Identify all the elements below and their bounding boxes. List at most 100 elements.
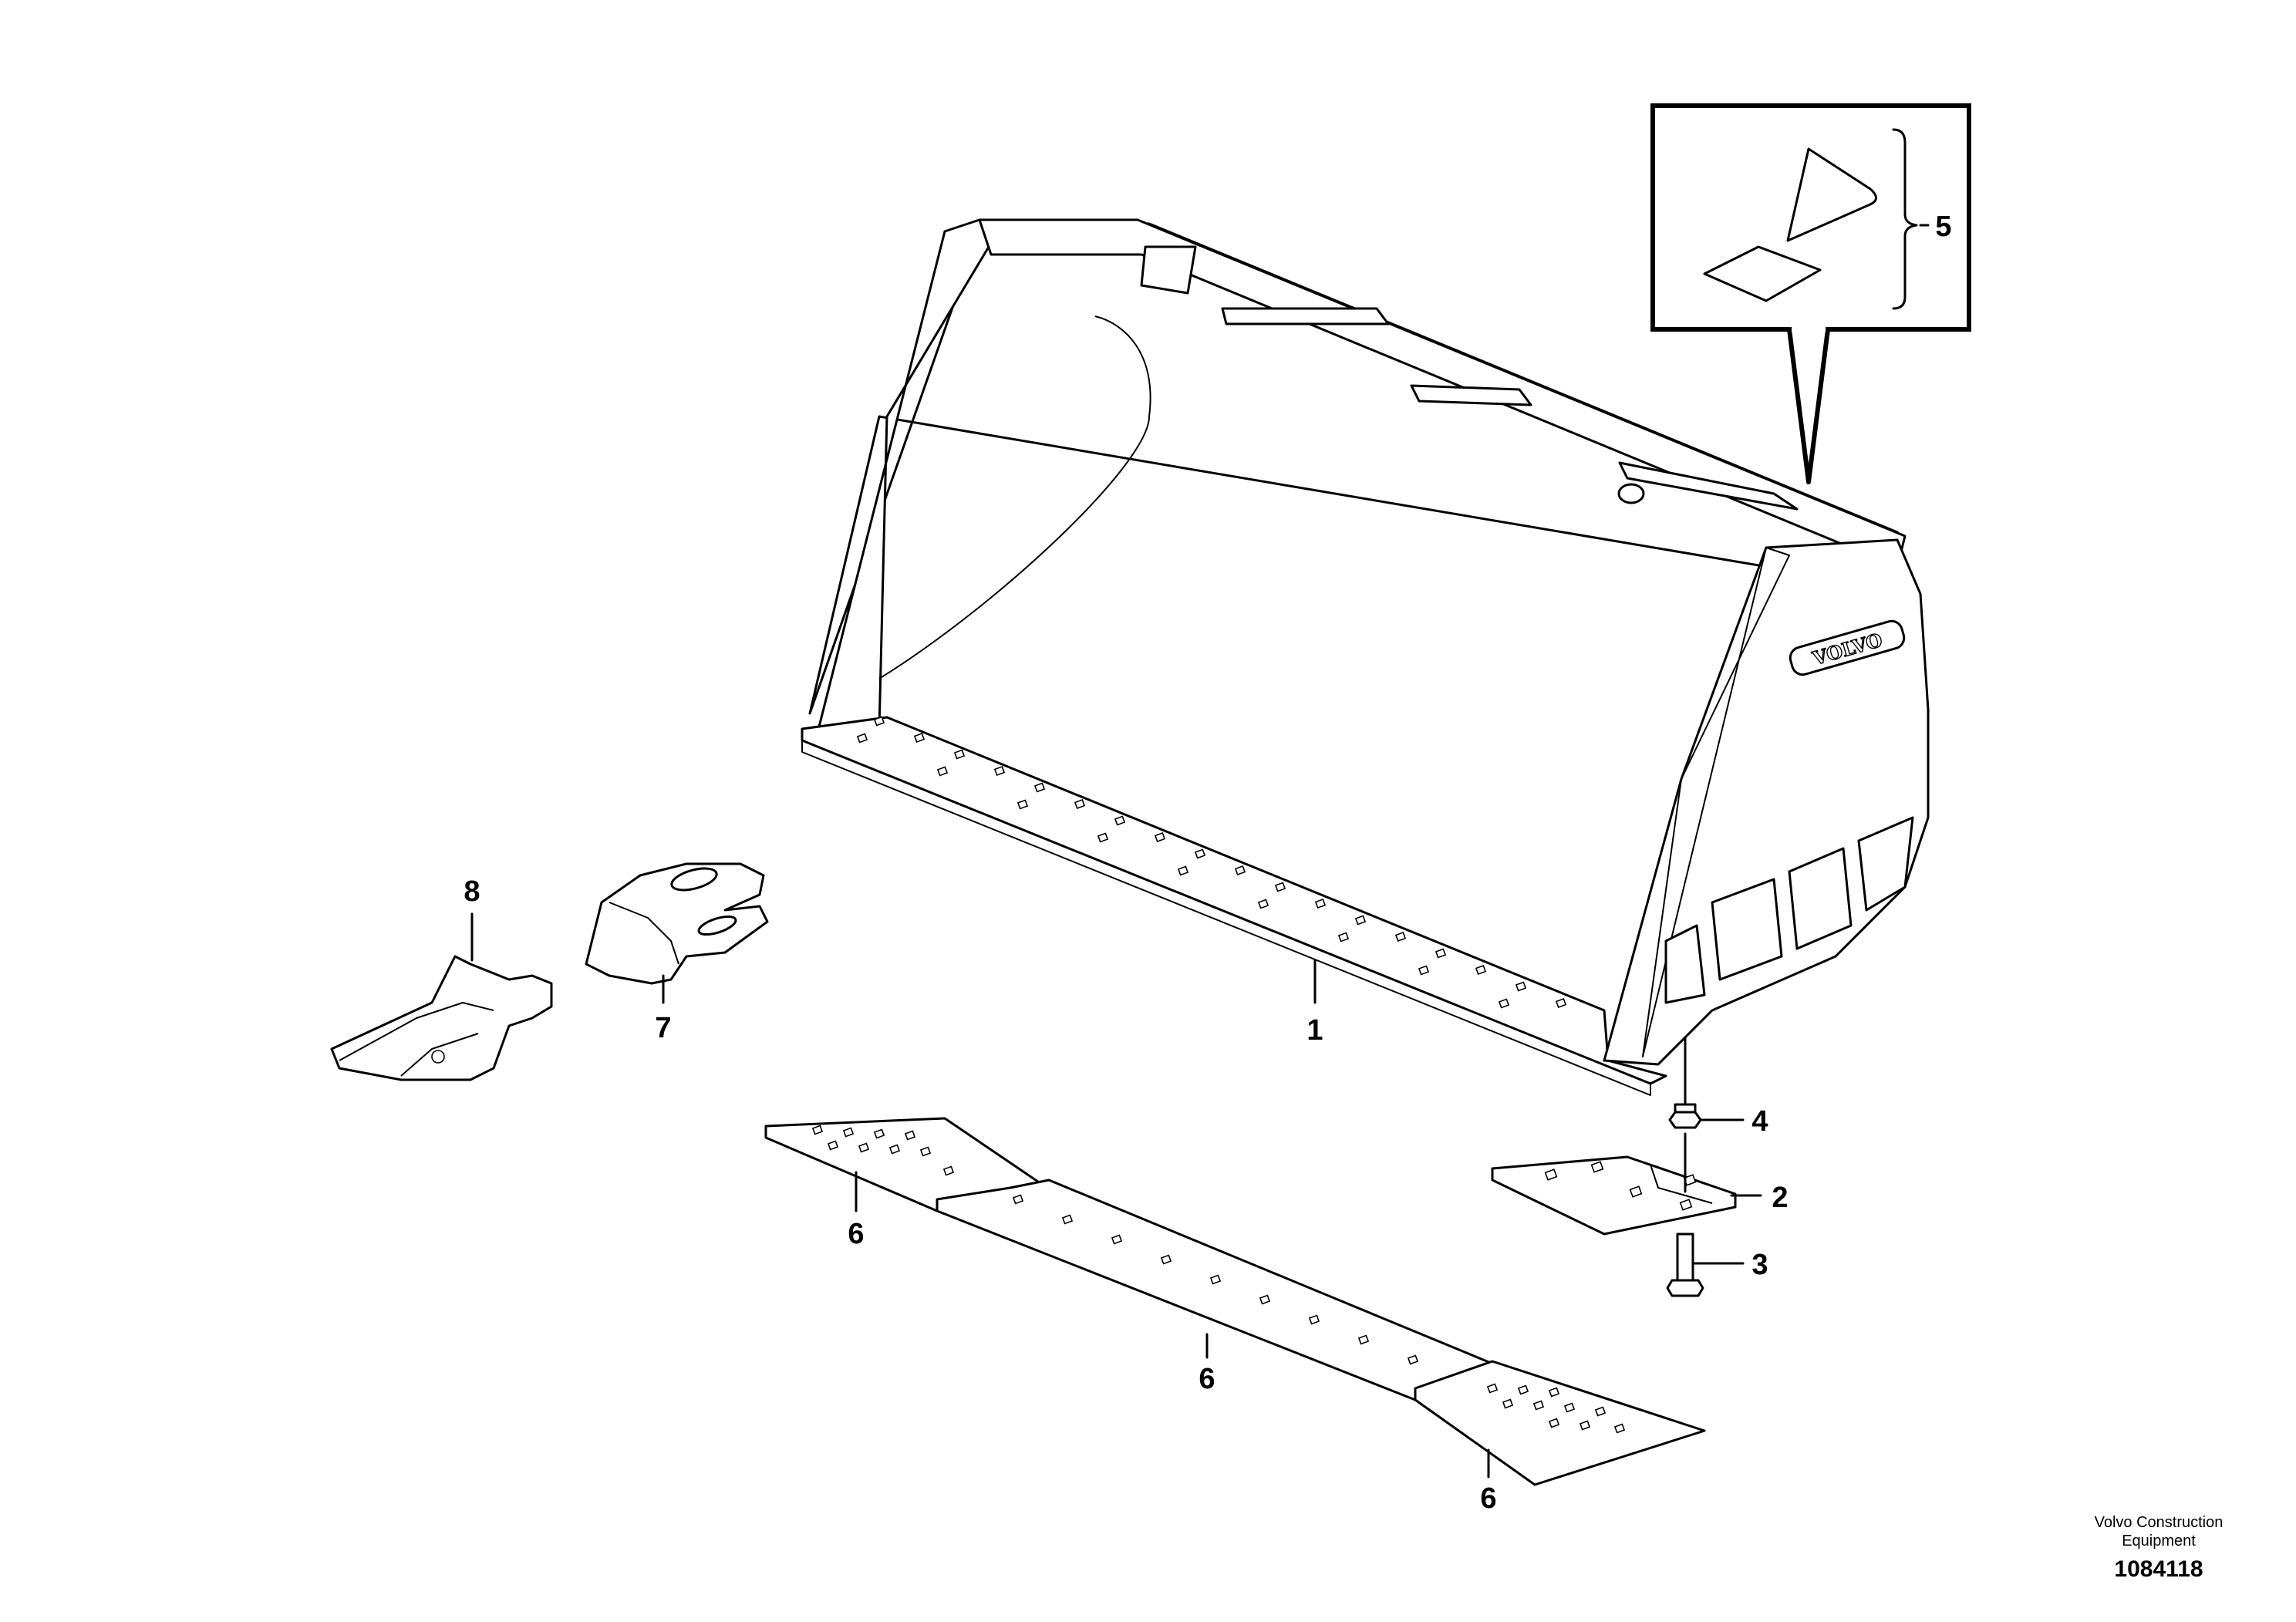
bolt xyxy=(1666,1233,1704,1297)
edge-segment-right xyxy=(1414,1360,1706,1486)
callout-3: 3 xyxy=(1752,1249,1768,1281)
edge-bolt-hole xyxy=(1314,899,1327,909)
decal-diamond xyxy=(1703,245,1822,302)
edge-bolt-hole xyxy=(913,733,925,743)
callout-6c: 6 xyxy=(1480,1482,1496,1515)
tooth-ridge-2 xyxy=(400,1033,479,1077)
callout-1: 1 xyxy=(1306,1014,1323,1047)
callout-6b: 6 xyxy=(1199,1363,1215,1395)
edge-bolt-hole xyxy=(1154,832,1166,842)
edge-mid-bolt-hole xyxy=(1407,1354,1419,1365)
edge-bolt-hole xyxy=(1194,848,1206,859)
edge-end-bolt-hole xyxy=(858,1142,870,1153)
callout-2: 2 xyxy=(1772,1182,1788,1214)
side-wear-plate xyxy=(1491,1155,1737,1236)
edge-mid-bolt-hole xyxy=(1061,1214,1074,1225)
edge-bolt-hole xyxy=(1074,799,1086,809)
edge-mid-bolt-hole xyxy=(1308,1314,1320,1325)
bucket-cutting-edge xyxy=(801,716,1667,1085)
side-wear-plate-4 xyxy=(1664,924,1706,1004)
edge-bolt-hole xyxy=(1097,832,1109,843)
bucket-bracket-1 xyxy=(1221,307,1390,325)
edge-mid-bolt-hole xyxy=(1357,1334,1370,1345)
edge-bolt-hole xyxy=(1515,981,1527,992)
leader-lines xyxy=(470,224,1930,1479)
edge-end-bolt-hole xyxy=(1532,1400,1545,1411)
callout-labels: 1 2 3 4 5 6 6 6 7 8 xyxy=(464,211,1951,1515)
callout-4: 4 xyxy=(1752,1105,1768,1138)
edge-bolt-hole xyxy=(1234,865,1246,875)
tooth-adapter xyxy=(585,862,769,985)
edge-bolt-hole xyxy=(1435,948,1447,959)
edge-mid-bolt-hole xyxy=(1160,1254,1172,1265)
edge-end-bolt-hole xyxy=(1594,1406,1607,1417)
callout-5: 5 xyxy=(1935,211,1951,243)
adapter-edge xyxy=(609,902,679,965)
edge-mid-bolt-hole xyxy=(1012,1194,1024,1205)
edge-end-bolt-hole xyxy=(811,1125,824,1135)
bucket-bracket-left xyxy=(1140,245,1197,295)
side-wear-plate-2 xyxy=(1788,847,1853,950)
edge-end-bolt-hole xyxy=(1548,1387,1560,1398)
edge-bolt-hole xyxy=(1418,965,1430,976)
adapter-slot xyxy=(670,867,718,892)
edge-bolt-hole xyxy=(1337,932,1350,943)
edge-end-bolt-hole xyxy=(919,1146,932,1157)
detail-box xyxy=(1650,103,1971,484)
nut xyxy=(1668,1103,1702,1129)
tooth-pin-hole xyxy=(431,1050,445,1064)
edge-mid-bolt-hole xyxy=(1209,1274,1222,1285)
callout-6a: 6 xyxy=(848,1218,864,1250)
bucket-bracket-2 xyxy=(1410,384,1532,406)
edge-bolt-hole xyxy=(1257,899,1269,909)
decal-triangle xyxy=(1786,147,1877,242)
figure-credit: Volvo Construction Equipment 1084118 xyxy=(2058,1513,2259,1583)
edge-segment-middle xyxy=(936,1179,1498,1401)
credit-company-line2: Equipment xyxy=(2122,1533,2196,1549)
tooth-ridge xyxy=(339,1002,494,1061)
edge-mid-bolt-hole xyxy=(1259,1294,1271,1305)
edge-bolt-hole xyxy=(1033,782,1046,793)
edge-end-bolt-hole xyxy=(1579,1420,1591,1431)
edge-end-bolt-hole xyxy=(827,1140,839,1151)
bucket-inner-curve xyxy=(878,315,1151,679)
detail-brace xyxy=(1892,128,1918,310)
edge-bolt-hole xyxy=(1475,965,1487,975)
side-wear-plate-1 xyxy=(1711,878,1783,981)
figure-number: 1084118 xyxy=(2114,1556,2203,1582)
bucket-right-edge xyxy=(1642,547,1790,1057)
edge-bolt-hole xyxy=(1354,915,1367,926)
edge-bolt-hole xyxy=(1017,799,1029,810)
edge-end-bolt-hole xyxy=(1563,1402,1576,1413)
cutting-edge-holes xyxy=(856,716,1567,1009)
edge-bolt-hole xyxy=(856,733,868,744)
bucket: VOLVO xyxy=(801,218,1930,1096)
edge-bolt-hole xyxy=(1498,998,1510,1009)
edge-bolt-hole xyxy=(1274,882,1286,892)
side-wear-plate-3 xyxy=(1857,816,1914,912)
detail-pointer xyxy=(1787,327,1830,484)
edge-end-bolt-hole xyxy=(1517,1384,1529,1395)
edge-bolt-hole xyxy=(993,766,1006,776)
side-wear-plate-notch xyxy=(1627,1156,1713,1204)
bucket-logo-plate xyxy=(1789,619,1906,676)
edge-end-bolt-hole xyxy=(888,1144,901,1155)
edge-bolt-hole xyxy=(953,749,966,760)
bucket-pin xyxy=(1617,483,1645,504)
edge-bolt-hole xyxy=(1394,932,1407,942)
edge-end-bolt-hole xyxy=(1613,1423,1626,1434)
edge-bolt-hole xyxy=(1177,865,1189,876)
bucket-tooth xyxy=(330,955,553,1081)
bolt-on-edge-holes xyxy=(811,1125,1626,1434)
edge-end-bolt-hole xyxy=(1548,1418,1560,1428)
edge-mid-bolt-hole xyxy=(1111,1234,1123,1245)
credit-company-line1: Volvo Construction xyxy=(2094,1514,2224,1531)
edge-end-bolt-hole xyxy=(842,1127,855,1138)
bolt-on-edges xyxy=(764,1117,1706,1486)
edge-end-bolt-hole xyxy=(904,1130,916,1141)
bucket-lip-underside xyxy=(801,740,1651,1096)
edge-end-bolt-hole xyxy=(1486,1383,1499,1394)
adapter-pin-slot xyxy=(697,915,737,936)
tooth-body xyxy=(330,955,553,1081)
